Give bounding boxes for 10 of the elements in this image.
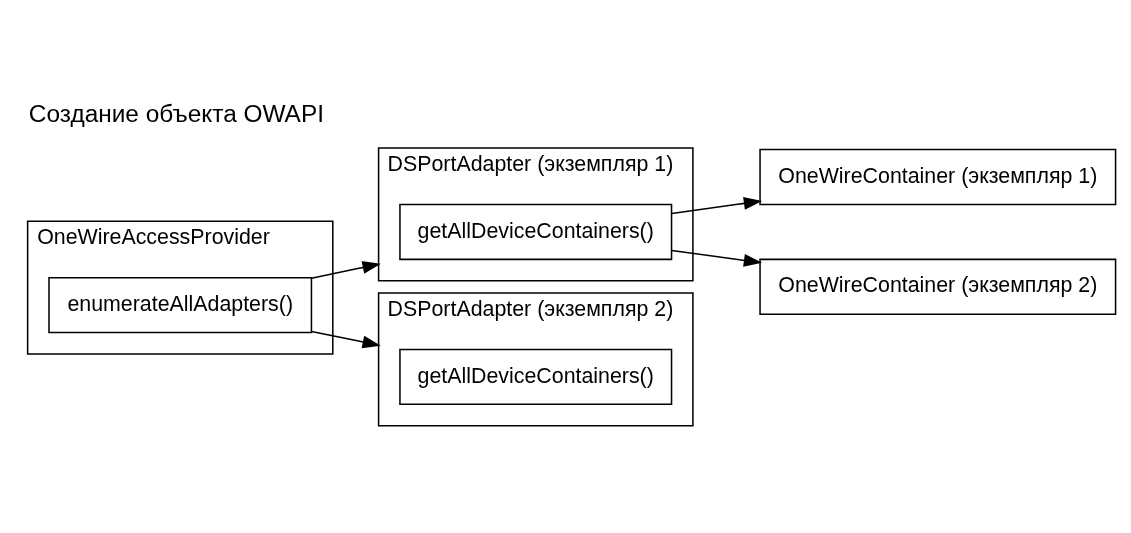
arrow — [671, 196, 763, 214]
node-box: enumerateAllAdapters() — [48, 276, 313, 333]
node-box: getAllDeviceContainers() — [399, 348, 673, 405]
diagram-title: Создание объекта OWAPI — [28, 99, 324, 127]
node-box: getAllDeviceContainers() — [399, 203, 673, 260]
node-box: OneWireContainer (экземпляр 1) — [759, 148, 1117, 205]
arrow — [310, 330, 381, 348]
arrow — [310, 260, 381, 279]
node-box: OneWireContainer (экземпляр 2) — [759, 258, 1117, 315]
arrow — [671, 249, 763, 267]
